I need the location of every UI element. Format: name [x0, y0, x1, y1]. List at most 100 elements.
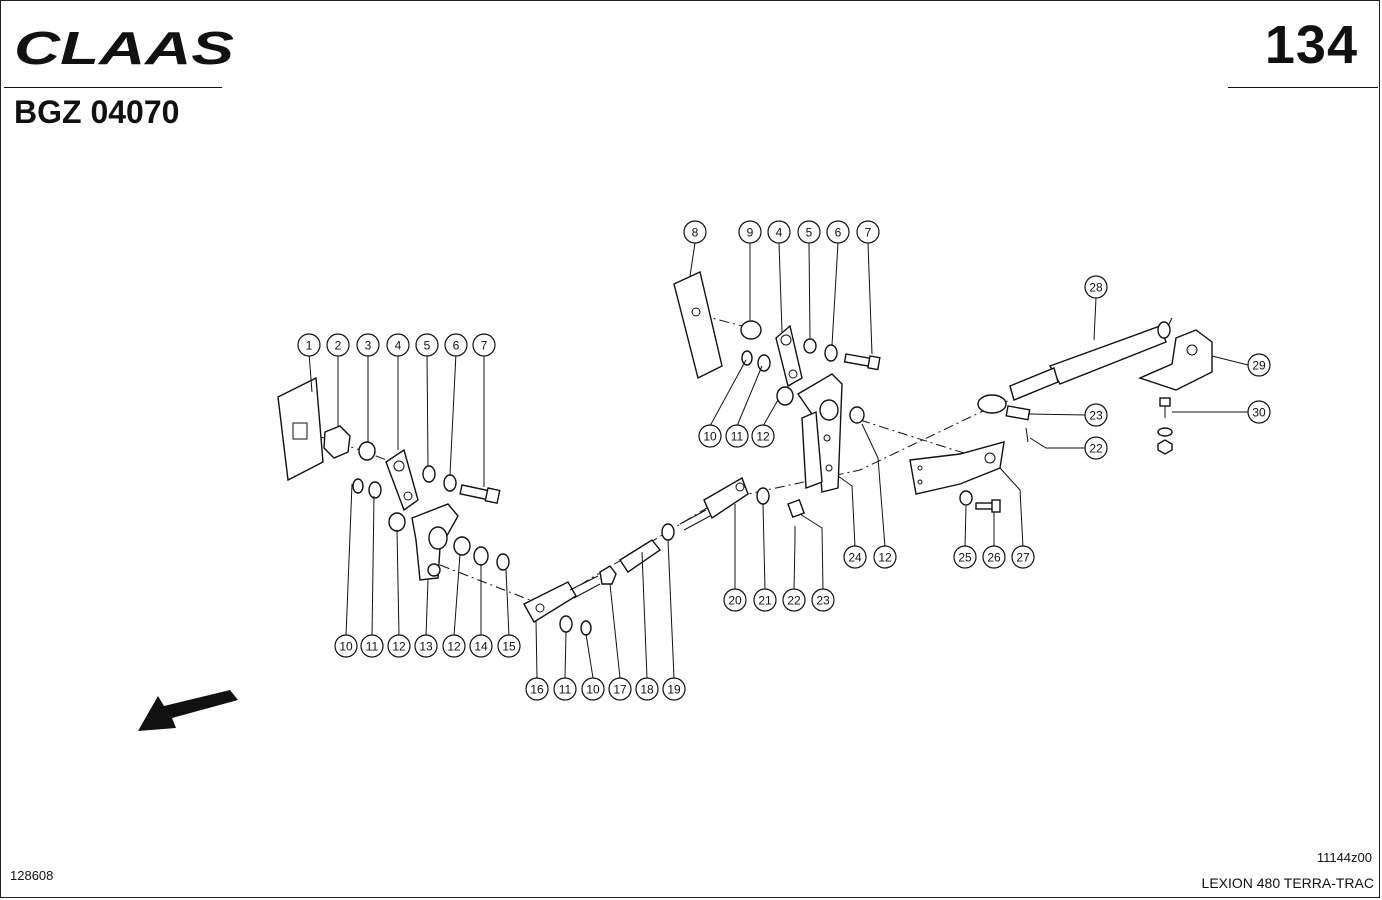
callout-label: 27	[1016, 551, 1030, 565]
callout-label: 17	[613, 683, 627, 697]
part-clip	[496, 553, 510, 571]
callout-circle	[356, 333, 380, 357]
callout-circle	[525, 677, 549, 701]
callout-label: 14	[474, 640, 488, 654]
callout-circle	[297, 333, 321, 357]
callout-circle	[753, 588, 777, 612]
callout-13: 13	[414, 634, 438, 658]
callout-11: 11	[360, 634, 384, 658]
callout-11: 11	[553, 677, 577, 701]
part-lever	[388, 503, 459, 581]
part-lock-washer	[443, 474, 457, 492]
callout-circle	[811, 588, 835, 612]
callout-7: 7	[856, 220, 880, 244]
callout-circle	[553, 677, 577, 701]
callout-label: 12	[447, 640, 461, 654]
callout-circle	[415, 333, 439, 357]
page-number: 134	[1264, 15, 1358, 75]
callout-label: 9	[747, 226, 754, 240]
document-id: BGZ 04070	[14, 94, 180, 130]
callout-circle	[782, 588, 806, 612]
callout-label: 15	[502, 640, 516, 654]
part-lock-washer-2	[824, 344, 838, 362]
part-bushing-3	[756, 487, 770, 505]
callout-circle	[497, 634, 521, 658]
claas-logo: CLAAS	[14, 22, 234, 70]
callout-1: 1	[297, 333, 321, 357]
callout-circle	[635, 677, 659, 701]
callout-label: 12	[878, 551, 892, 565]
callout-label: 1	[306, 339, 313, 353]
callout-label: 11	[366, 640, 379, 654]
callout-circle	[444, 333, 468, 357]
callout-circle	[698, 424, 722, 448]
callout-circle	[472, 333, 496, 357]
callout-circle	[1247, 353, 1271, 377]
callout-circle	[982, 545, 1006, 569]
drawing-code: 11144z00	[1316, 850, 1372, 865]
part-bushing	[358, 441, 376, 461]
part-bolt-nut-set	[1157, 397, 1173, 455]
part-square-nut	[323, 425, 351, 459]
callout-circle	[843, 545, 867, 569]
callout-5: 5	[415, 333, 439, 357]
callout-20: 20	[723, 588, 747, 612]
part-circlip-3	[741, 350, 753, 366]
callout-label: 8	[692, 226, 699, 240]
callout-label: 6	[835, 226, 842, 240]
callout-label: 22	[787, 594, 801, 608]
part-clevis	[679, 476, 749, 531]
callout-circle	[723, 588, 747, 612]
callout-label: 13	[419, 640, 433, 654]
callout-23: 23	[1084, 403, 1108, 427]
callout-27: 27	[1011, 545, 1035, 569]
callout-label: 24	[848, 551, 862, 565]
callout-label: 11	[559, 683, 572, 697]
callout-label: 30	[1252, 406, 1266, 420]
callout-label: 11	[731, 430, 744, 444]
part-link-plate-2	[775, 324, 803, 388]
callout-12: 12	[873, 545, 897, 569]
part-bracket-arm	[776, 373, 843, 493]
callout-circle	[442, 634, 466, 658]
callout-circle	[581, 677, 605, 701]
callout-24: 24	[843, 545, 867, 569]
callout-22: 22	[1084, 436, 1108, 460]
part-sleeve	[619, 539, 662, 573]
callout-circle	[1247, 400, 1271, 424]
callout-label: 3	[365, 339, 372, 353]
callout-15: 15	[497, 634, 521, 658]
callout-circle	[326, 333, 350, 357]
callout-label: 18	[640, 683, 654, 697]
callout-circle	[334, 634, 358, 658]
part-screw	[975, 499, 1001, 513]
callout-6: 6	[826, 220, 850, 244]
part-bolt	[459, 484, 501, 505]
callout-10: 10	[581, 677, 605, 701]
callout-circle	[873, 545, 897, 569]
part-spring-pin-2	[1025, 427, 1029, 443]
part-pedal-plate	[673, 271, 723, 380]
callout-circle	[683, 220, 707, 244]
callout-4: 4	[767, 220, 791, 244]
part-washer-2	[473, 546, 489, 566]
callout-label: 5	[806, 226, 813, 240]
callout-circle	[608, 677, 632, 701]
callout-label: 29	[1252, 359, 1266, 373]
callout-25: 25	[953, 545, 977, 569]
callout-11: 11	[725, 424, 749, 448]
callout-6: 6	[444, 333, 468, 357]
callout-circle	[738, 220, 762, 244]
callout-circle	[662, 677, 686, 701]
callout-label: 7	[865, 226, 872, 240]
callout-circle	[1084, 403, 1108, 427]
callout-17: 17	[608, 677, 632, 701]
callout-2: 2	[326, 333, 350, 357]
callout-circle	[1084, 436, 1108, 460]
part-gas-strut	[977, 317, 1173, 414]
callout-label: 22	[1089, 442, 1103, 456]
callout-label: 2	[335, 339, 342, 353]
part-circlip-2	[580, 620, 592, 636]
